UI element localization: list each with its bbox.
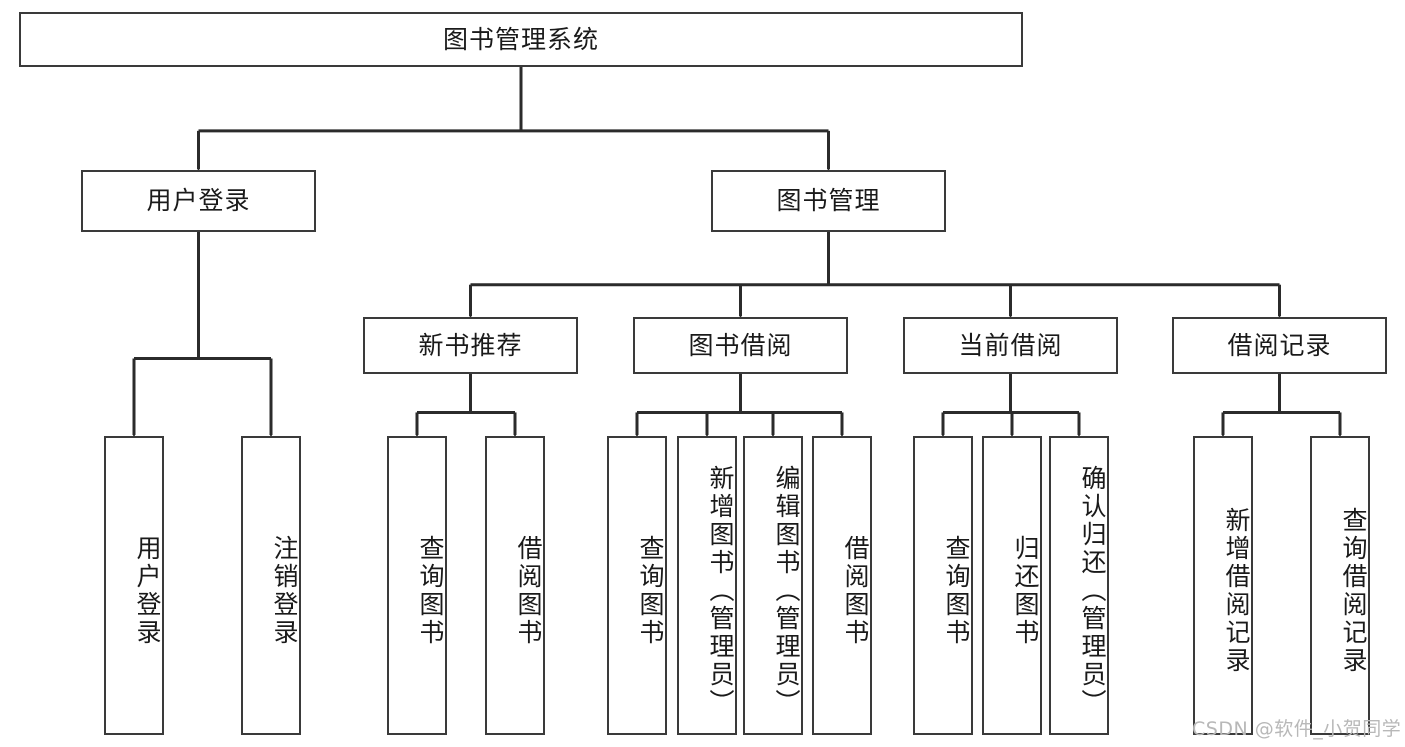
node-label: 图书管理 [776,186,881,216]
node-newbook[interactable]: 新书推荐 [363,317,578,374]
node-bookmgmt[interactable]: 图书管理 [711,170,946,232]
node-borrow[interactable]: 图书借阅 [633,317,848,374]
node-leaf13[interactable]: 查询借阅记录 [1310,436,1370,735]
node-leaf2[interactable]: 注销登录 [241,436,301,735]
watermark-label: CSDN @软件_小贺同学 [1192,718,1402,740]
node-label: 查询图书 [416,534,445,647]
node-label: 图书借阅 [688,330,793,360]
node-label: 当前借阅 [958,330,1063,360]
node-label: 借阅图书 [514,534,543,647]
node-label: 新书推荐 [418,330,523,360]
node-label: 注销登录 [270,534,299,647]
node-leaf6[interactable]: 新增图书（管理员） [677,436,737,735]
node-label: 查询图书 [636,534,665,647]
node-leaf12[interactable]: 新增借阅记录 [1193,436,1253,735]
node-records[interactable]: 借阅记录 [1172,317,1387,374]
node-label: 用户登录 [146,186,251,216]
node-label: 新增图书（管理员） [706,464,735,717]
node-root[interactable]: 图书管理系统 [19,12,1023,67]
node-label: 新增借阅记录 [1222,506,1251,675]
node-label: 查询借阅记录 [1339,506,1368,675]
node-label: 用户登录 [133,534,162,647]
node-label: 图书管理系统 [442,24,599,54]
node-current[interactable]: 当前借阅 [903,317,1118,374]
node-label: 编辑图书（管理员） [772,464,801,717]
node-label: 确认归还（管理员） [1078,464,1107,717]
node-leaf10[interactable]: 归还图书 [982,436,1042,735]
node-leaf11[interactable]: 确认归还（管理员） [1049,436,1109,735]
node-label: 查询图书 [942,534,971,647]
node-login[interactable]: 用户登录 [81,170,316,232]
node-leaf4[interactable]: 借阅图书 [485,436,545,735]
node-label: 归还图书 [1011,534,1040,647]
node-leaf1[interactable]: 用户登录 [104,436,164,735]
node-leaf8[interactable]: 借阅图书 [812,436,872,735]
node-label: 借阅图书 [841,534,870,647]
node-leaf5[interactable]: 查询图书 [607,436,667,735]
node-leaf7[interactable]: 编辑图书（管理员） [743,436,803,735]
node-label: 借阅记录 [1227,330,1332,360]
node-leaf3[interactable]: 查询图书 [387,436,447,735]
node-leaf9[interactable]: 查询图书 [913,436,973,735]
